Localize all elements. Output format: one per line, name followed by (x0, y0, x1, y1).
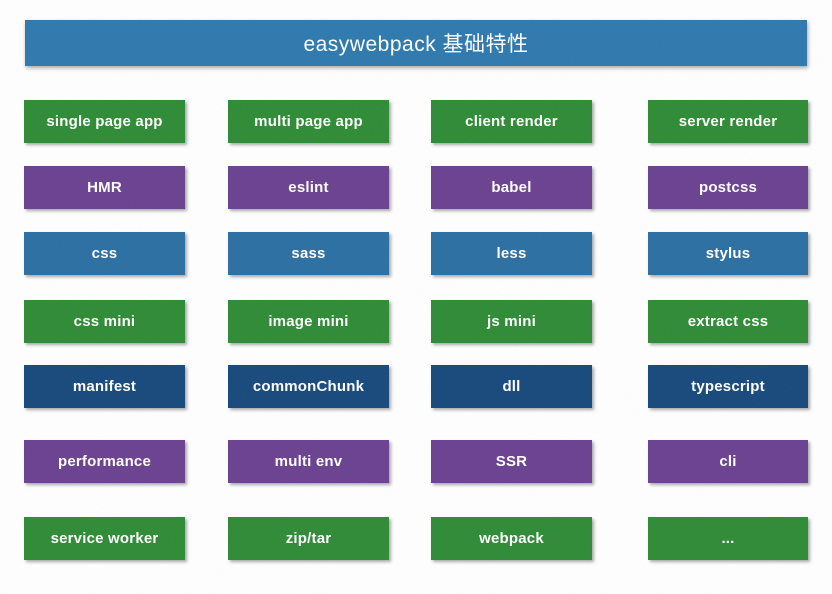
feature-box-label: SSR (495, 453, 528, 470)
feature-box-label: babel (491, 179, 532, 196)
feature-box-performance: performance (24, 440, 185, 483)
feature-box-label: postcss (698, 179, 758, 196)
feature-box-webpack: webpack (431, 517, 592, 560)
feature-box-more: ... (648, 517, 808, 560)
feature-box-cli: cli (648, 440, 808, 483)
feature-box-label: css (91, 245, 118, 262)
feature-box-commonchunk: commonChunk (228, 365, 389, 408)
feature-box-multi-env: multi env (228, 440, 389, 483)
feature-box-label: single page app (46, 113, 163, 130)
feature-box-label: dll (502, 378, 521, 395)
feature-box-sass: sass (228, 232, 389, 275)
feature-box-manifest: manifest (24, 365, 185, 408)
feature-box-label: ... (721, 530, 735, 547)
feature-box-dll: dll (431, 365, 592, 408)
feature-box-label: stylus (705, 245, 751, 262)
feature-box-label: webpack (479, 530, 544, 547)
feature-box-single-page-app: single page app (24, 100, 185, 143)
feature-box-extract-css: extract css (648, 300, 808, 343)
page-title: easywebpack 基础特性 (303, 33, 529, 56)
feature-box-label: multi env (274, 453, 343, 470)
feature-box-label: cli (719, 453, 737, 470)
feature-box-label: extract css (687, 313, 769, 330)
feature-box-label: commonChunk (252, 378, 365, 395)
feature-box-typescript: typescript (648, 365, 808, 408)
feature-box-label: less (496, 245, 527, 262)
feature-box-server-render: server render (648, 100, 808, 143)
feature-box-zip-tar: zip/tar (228, 517, 389, 560)
feature-box-label: client render (465, 113, 558, 130)
feature-box-less: less (431, 232, 592, 275)
feature-box-label: eslint (288, 179, 329, 196)
feature-box-label: manifest (72, 378, 137, 395)
feature-box-image-mini: image mini (228, 300, 389, 343)
feature-box-label: zip/tar (285, 530, 332, 547)
feature-box-client-render: client render (431, 100, 592, 143)
feature-box-label: js mini (487, 313, 536, 330)
feature-box-label: multi page app (254, 113, 363, 130)
feature-box-label: server render (678, 113, 778, 130)
feature-box-service-worker: service worker (24, 517, 185, 560)
feature-box-eslint: eslint (228, 166, 389, 209)
feature-box-js-mini: js mini (431, 300, 592, 343)
feature-box-label: css mini (73, 313, 136, 330)
feature-box-postcss: postcss (648, 166, 808, 209)
feature-box-label: image mini (268, 313, 349, 330)
feature-box-multi-page-app: multi page app (228, 100, 389, 143)
feature-box-babel: babel (431, 166, 592, 209)
feature-box-label: sass (291, 245, 326, 262)
feature-box-css: css (24, 232, 185, 275)
feature-box-label: typescript (691, 378, 765, 395)
feature-box-label: service worker (50, 530, 159, 547)
feature-box-label: HMR (87, 179, 122, 196)
header-banner: easywebpack 基础特性 (25, 20, 807, 66)
feature-box-css-mini: css mini (24, 300, 185, 343)
feature-box-hmr: HMR (24, 166, 185, 209)
feature-box-ssr: SSR (431, 440, 592, 483)
feature-box-label: performance (57, 453, 152, 470)
feature-box-stylus: stylus (648, 232, 808, 275)
